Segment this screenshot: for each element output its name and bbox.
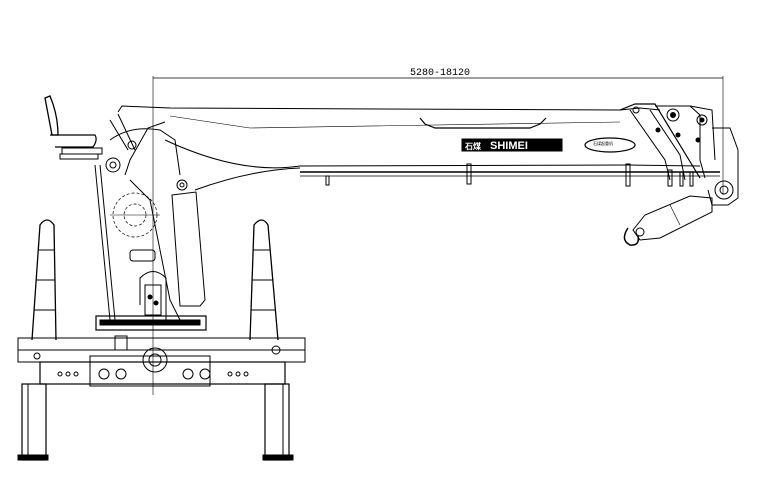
logo-text: SHIMEI: [490, 140, 528, 152]
badge: [584, 137, 636, 153]
shimei-logo: [461, 138, 563, 152]
dimension-label: 5280-18120: [410, 68, 470, 79]
dimension-line: 5280-18120: [152, 68, 724, 395]
badge-text: 石煤起重机: [593, 140, 613, 146]
right-outrigger: [249, 219, 294, 461]
hook: [623, 195, 713, 246]
operator-seat: [44, 95, 103, 160]
boom-head: [619, 103, 739, 206]
base-frame: [17, 315, 306, 387]
column: [94, 113, 206, 321]
left-outrigger: [17, 219, 57, 461]
logo-prefix: 石煤: [464, 141, 481, 151]
boom: SHIMEI 石煤 石煤起重机: [117, 105, 720, 191]
